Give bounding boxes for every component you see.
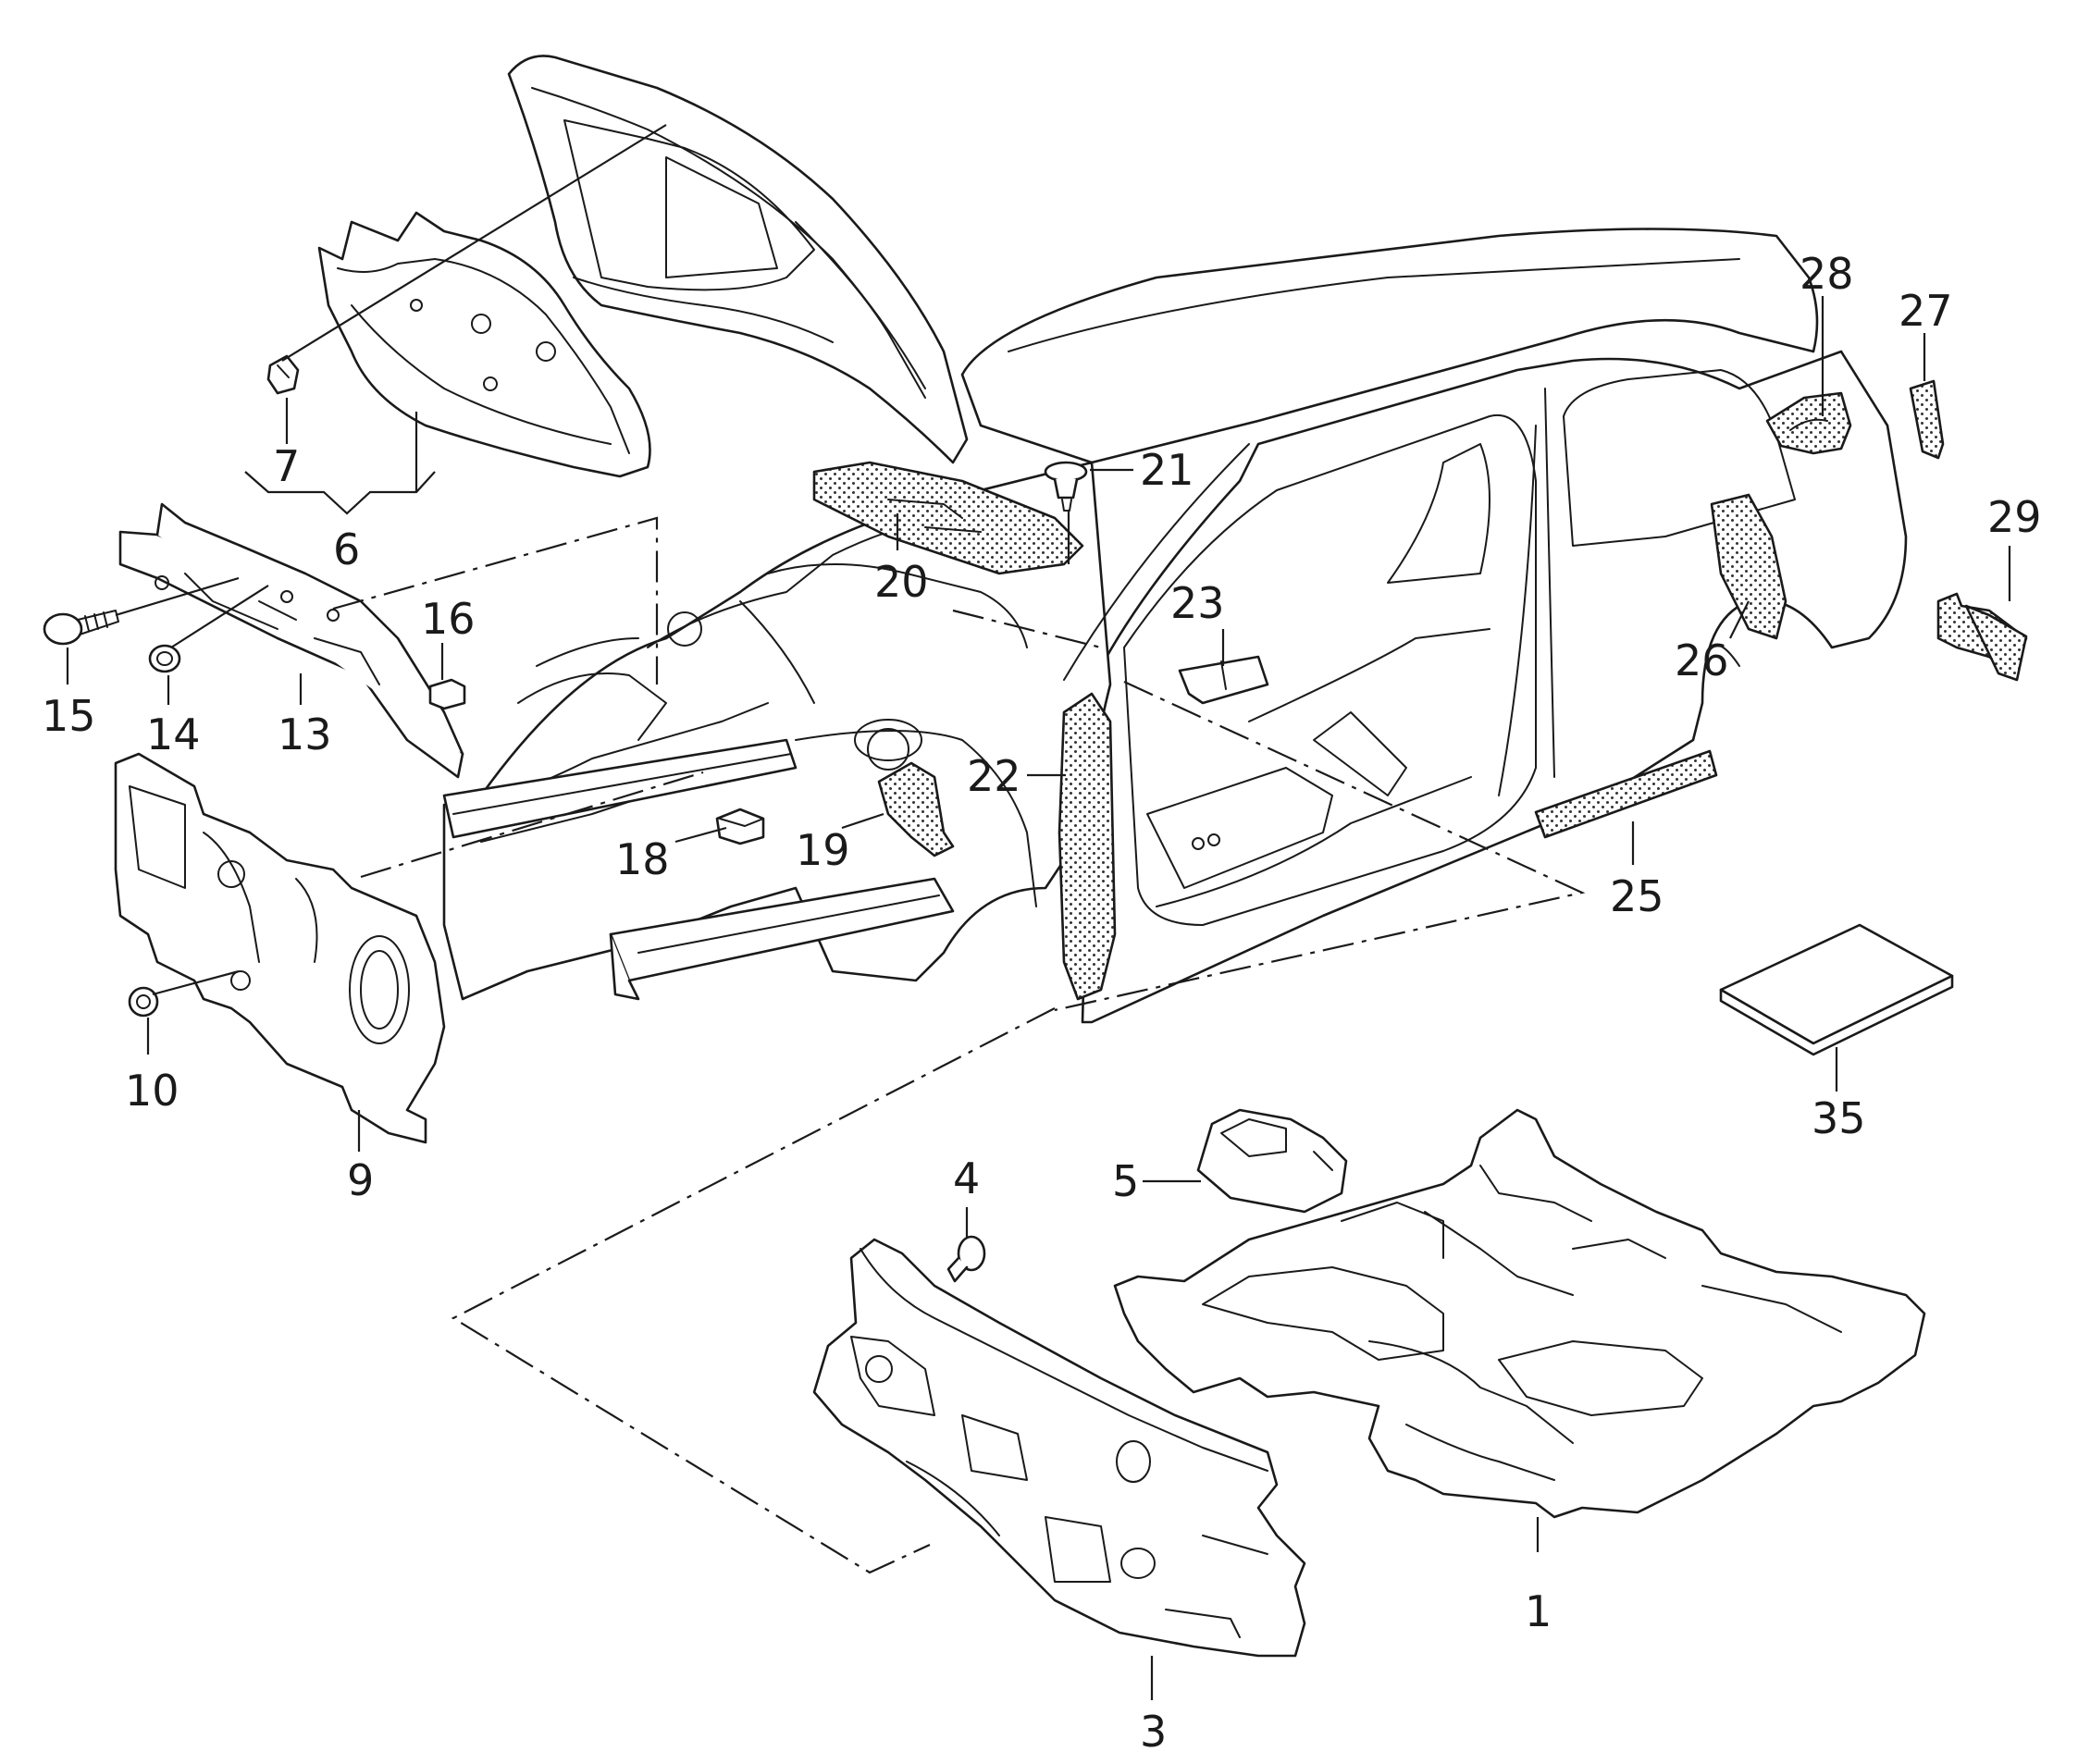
insulation-block-part-16 bbox=[428, 678, 466, 710]
callout-19: 19 bbox=[796, 825, 850, 875]
hood-insulation-part-6 bbox=[317, 211, 651, 478]
bulkhead-insulation-part-9 bbox=[114, 752, 446, 1144]
callout-28: 28 bbox=[1800, 249, 1854, 299]
bulkhead-sound-deadening-part-3 bbox=[812, 1238, 1306, 1658]
insulation-part-28 bbox=[1765, 391, 1852, 455]
pillar-insulation-part-22 bbox=[1058, 692, 1117, 1001]
callout-1: 1 bbox=[1525, 1586, 1552, 1636]
callout-27: 27 bbox=[1899, 286, 1953, 336]
callout-23: 23 bbox=[1170, 578, 1225, 628]
screw-part-15 bbox=[43, 610, 119, 646]
leader-lines bbox=[66, 124, 2011, 1700]
callout-16: 16 bbox=[421, 594, 476, 644]
group-outlines bbox=[332, 516, 1586, 1574]
vehicle-body bbox=[442, 228, 1908, 1024]
water-tray-insulation-part-20 bbox=[812, 461, 1084, 575]
callout-labels: 7 6 15 14 13 16 10 9 21 20 23 22 18 19 2… bbox=[42, 249, 2042, 1757]
insulation-part-23 bbox=[1178, 655, 1269, 705]
callout-15: 15 bbox=[42, 691, 96, 741]
grommet-part-10 bbox=[128, 986, 159, 1018]
hood-panel bbox=[507, 55, 969, 464]
callout-29: 29 bbox=[1987, 492, 2042, 542]
material-sheet-part-35 bbox=[1719, 923, 1954, 1056]
console-insulation-part-5 bbox=[1196, 1108, 1348, 1214]
pillar-insulation-part-19 bbox=[877, 761, 955, 857]
grommet-part-14 bbox=[148, 644, 181, 673]
expanding-rivet-part-21 bbox=[1044, 461, 1088, 512]
clip-part-7 bbox=[266, 354, 300, 395]
callout-20: 20 bbox=[874, 557, 929, 607]
callout-3: 3 bbox=[1140, 1707, 1167, 1757]
upper-cowl-insulation-part-13 bbox=[118, 502, 464, 779]
pillar-insulation-part-26 bbox=[1710, 493, 1787, 640]
insulation-part-29 bbox=[1936, 592, 2028, 682]
callout-7: 7 bbox=[273, 441, 300, 491]
callout-22: 22 bbox=[967, 751, 1021, 801]
callout-10: 10 bbox=[125, 1066, 179, 1116]
callout-21: 21 bbox=[1140, 445, 1194, 495]
floor-carpet-part-1 bbox=[1113, 1108, 1926, 1519]
callout-18: 18 bbox=[615, 834, 670, 884]
sill-insulation-part-25 bbox=[1534, 749, 1718, 839]
callout-13: 13 bbox=[278, 709, 332, 759]
callout-26: 26 bbox=[1675, 635, 1729, 685]
callout-5: 5 bbox=[1112, 1156, 1139, 1206]
callout-9: 9 bbox=[347, 1155, 374, 1205]
clip-part-4 bbox=[946, 1235, 986, 1283]
insulation-block-part-18 bbox=[715, 808, 765, 845]
callout-4: 4 bbox=[953, 1153, 980, 1203]
insulation-part-27 bbox=[1909, 379, 1945, 460]
callout-25: 25 bbox=[1610, 871, 1664, 921]
callout-14: 14 bbox=[146, 709, 201, 759]
callout-35: 35 bbox=[1812, 1093, 1866, 1143]
callout-6: 6 bbox=[333, 524, 360, 574]
